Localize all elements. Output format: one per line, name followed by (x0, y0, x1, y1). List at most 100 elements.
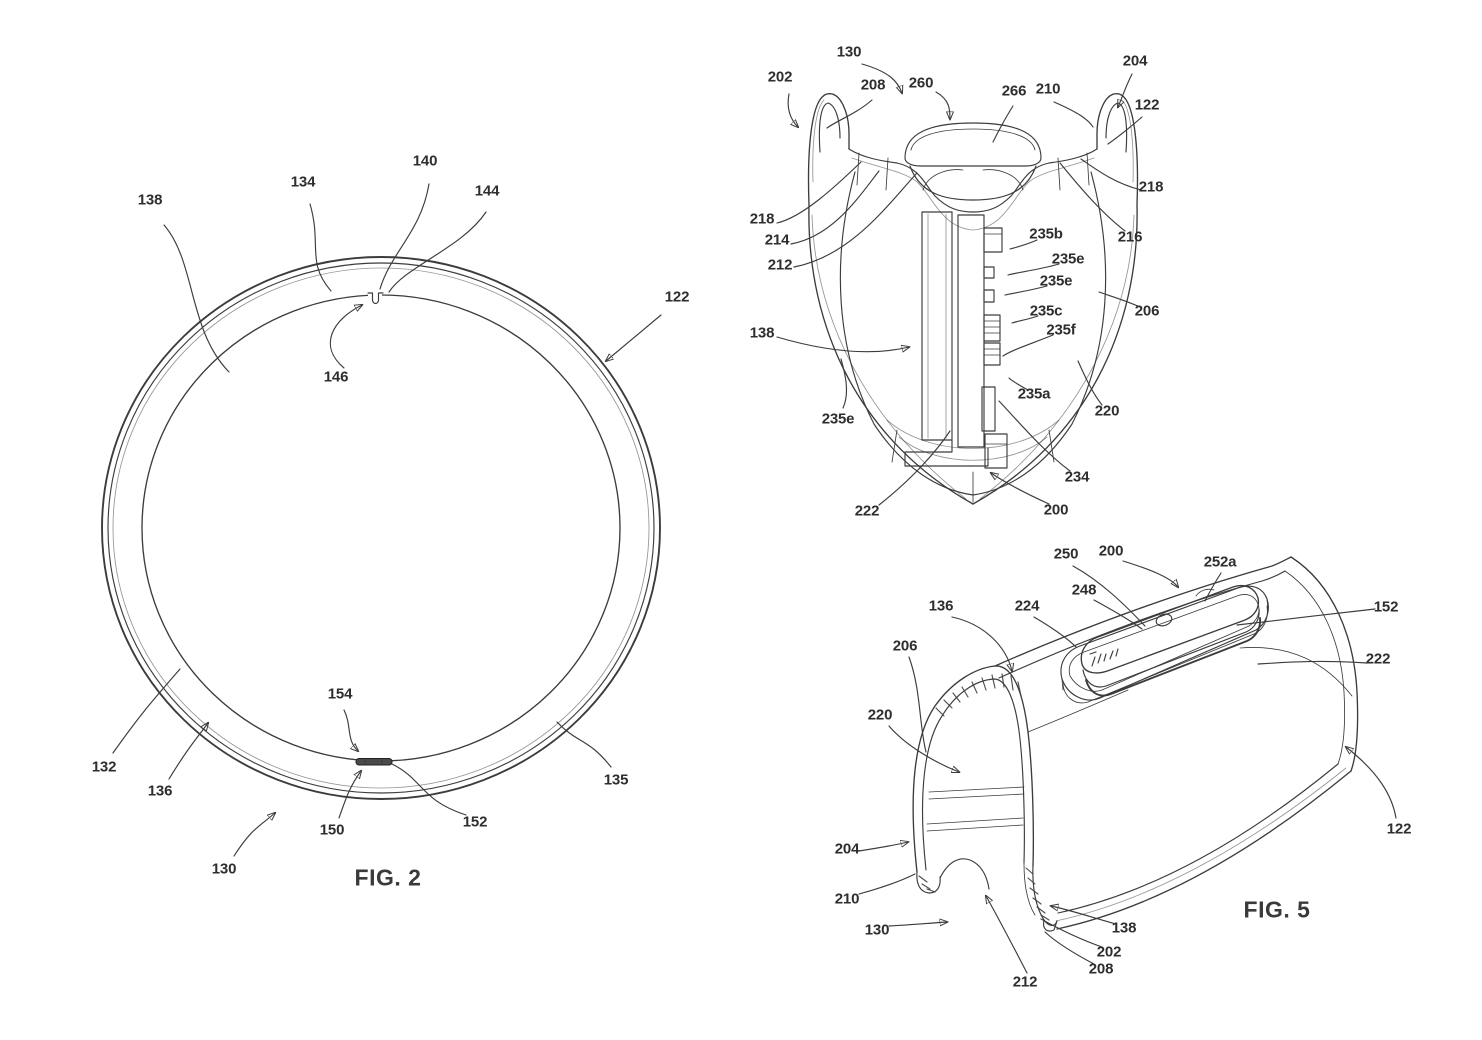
ref-label-cross-section-10-214: 214 (764, 231, 790, 249)
rim-outer-edge-3 (112, 267, 650, 789)
ref-label-fig2-12-135: 135 (603, 771, 629, 789)
device-button (1155, 613, 1173, 627)
right-outer-wall (972, 93, 1139, 505)
ref-label-cross-section-6-204: 204 (1122, 52, 1148, 70)
ref-label-fig5-16-202: 202 (1096, 943, 1122, 961)
arch-inner (921, 678, 1025, 871)
cavity-bottom-2 (898, 436, 1048, 461)
rim-bed (848, 148, 1098, 213)
ref-label-cross-section-3-260: 260 (908, 74, 934, 92)
sensor-device-top (1080, 584, 1260, 674)
ref-label-cross-section-1-130: 130 (836, 43, 862, 61)
arch-cut-hatching (935, 673, 1022, 717)
ref-label-cross-section-2-208: 208 (860, 76, 886, 94)
ref-label-cross-section-11-212: 212 (767, 256, 793, 274)
component-235e-1 (983, 266, 995, 279)
ref-label-fig2-1-134: 134 (290, 173, 316, 191)
component-235c-2-rungs (983, 348, 1001, 356)
ref-label-cross-section-9-218: 218 (749, 210, 775, 228)
left-hook-3d (812, 99, 825, 183)
left-outer-wall (807, 93, 974, 505)
battery-bar-lines (927, 213, 947, 439)
ref-label-cross-section-7-122: 122 (1134, 96, 1160, 114)
ref-label-fig2-7-136: 136 (147, 782, 173, 800)
ref-label-cross-section-5-210: 210 (1035, 80, 1061, 98)
pocket-tab-252a (1195, 588, 1215, 597)
fig5-leader-lines (858, 560, 1397, 974)
cross-section-leader-lines (776, 63, 1143, 506)
ref-label-fig2-9-154: 154 (327, 685, 353, 703)
ref-label-cross-section-20-216: 216 (1117, 228, 1143, 246)
cap-lobes (922, 169, 1024, 191)
fig2-leader-lines (112, 183, 662, 857)
ref-label-fig2-2-140: 140 (412, 152, 438, 170)
rim-outer-edge-2 (107, 262, 655, 794)
sensor-pocket-lip (1061, 598, 1269, 704)
band-end-face-inner (1284, 570, 1346, 765)
right-inner-wall (972, 171, 1107, 496)
bead-seat-panels (856, 152, 1090, 191)
left-inner-wall (839, 171, 974, 496)
ref-label-cross-section-18-235a: 235a (1017, 385, 1051, 403)
ref-label-fig5-0-250: 250 (1053, 545, 1079, 563)
sensor-device-bottom-edge (1085, 617, 1262, 697)
ref-label-fig2-11-152: 152 (462, 813, 488, 831)
component-235c-2 (983, 342, 1001, 366)
valve-cap (904, 122, 1042, 167)
ref-label-fig2-3-144: 144 (474, 182, 500, 200)
ref-label-fig2-8-130: 130 (211, 860, 237, 878)
figure-caption-fig5-18-FIG-5: FIG. 5 (1243, 896, 1311, 923)
ref-label-fig5-8-152: 152 (1373, 598, 1399, 616)
ref-label-cross-section-19-235e: 235e (821, 410, 855, 428)
right-wall-3d (979, 214, 1135, 500)
inner-face-edge-right (1239, 647, 1353, 697)
valve-hole (367, 292, 384, 305)
band-top-inner (998, 570, 1286, 679)
device-logo-marks (1089, 648, 1119, 667)
ref-label-fig5-2-252a: 252a (1203, 553, 1237, 571)
left-bead-foot (916, 871, 941, 894)
component-235c (983, 314, 1001, 342)
ref-label-fig5-12-210: 210 (834, 890, 860, 908)
cross-section-rim-view (807, 93, 1139, 505)
component-235e-2 (983, 289, 995, 303)
battery-bar (921, 211, 953, 441)
ref-label-fig5-17-138: 138 (1111, 919, 1137, 937)
tunnel-interior-edges (926, 786, 1025, 832)
ref-label-fig2-0-138: 138 (137, 191, 163, 209)
ref-label-fig5-5-224: 224 (1014, 597, 1040, 615)
component-235b (983, 227, 1003, 253)
ref-label-fig5-1-200: 200 (1098, 542, 1124, 560)
feet-hatching (918, 867, 1050, 921)
ref-label-fig2-4-122: 122 (664, 288, 690, 306)
band-bottom-upper (1057, 763, 1339, 914)
ref-label-fig5-4-136: 136 (928, 597, 954, 615)
right-hook-3d (1121, 99, 1134, 183)
ref-label-cross-section-8-218: 218 (1138, 178, 1164, 196)
inner-face-edge (1027, 689, 1129, 733)
band-bottom-mid (1055, 767, 1347, 922)
ref-label-fig2-5-146: 146 (323, 368, 349, 386)
left-hook-inner (818, 102, 841, 153)
component-235c-rungs (983, 320, 1001, 334)
rim-bed-inner (851, 157, 1095, 231)
figure-caption-fig2-13-FIG-2: FIG. 2 (354, 864, 422, 891)
ref-label-cross-section-16-235c: 235c (1029, 302, 1063, 320)
right-bead-wall-inner (1023, 862, 1036, 916)
ref-label-fig5-6-206: 206 (892, 637, 918, 655)
channel-wave (939, 858, 990, 890)
valve-cap-top-line (910, 128, 1036, 151)
component-235f (981, 386, 996, 432)
ref-label-cross-section-22-220: 220 (1094, 402, 1120, 420)
component-235a (984, 433, 1008, 469)
ref-label-cross-section-12-138: 138 (749, 324, 775, 342)
ref-label-fig5-11-204: 204 (834, 840, 860, 858)
ref-label-cross-section-4-266: 266 (1001, 82, 1027, 100)
fig2-rim-side-view (101, 256, 661, 800)
ref-label-cross-section-25-200: 200 (1043, 501, 1069, 519)
ref-label-cross-section-14-235e: 235e (1051, 250, 1085, 268)
ref-label-cross-section-21-206: 206 (1134, 302, 1160, 320)
